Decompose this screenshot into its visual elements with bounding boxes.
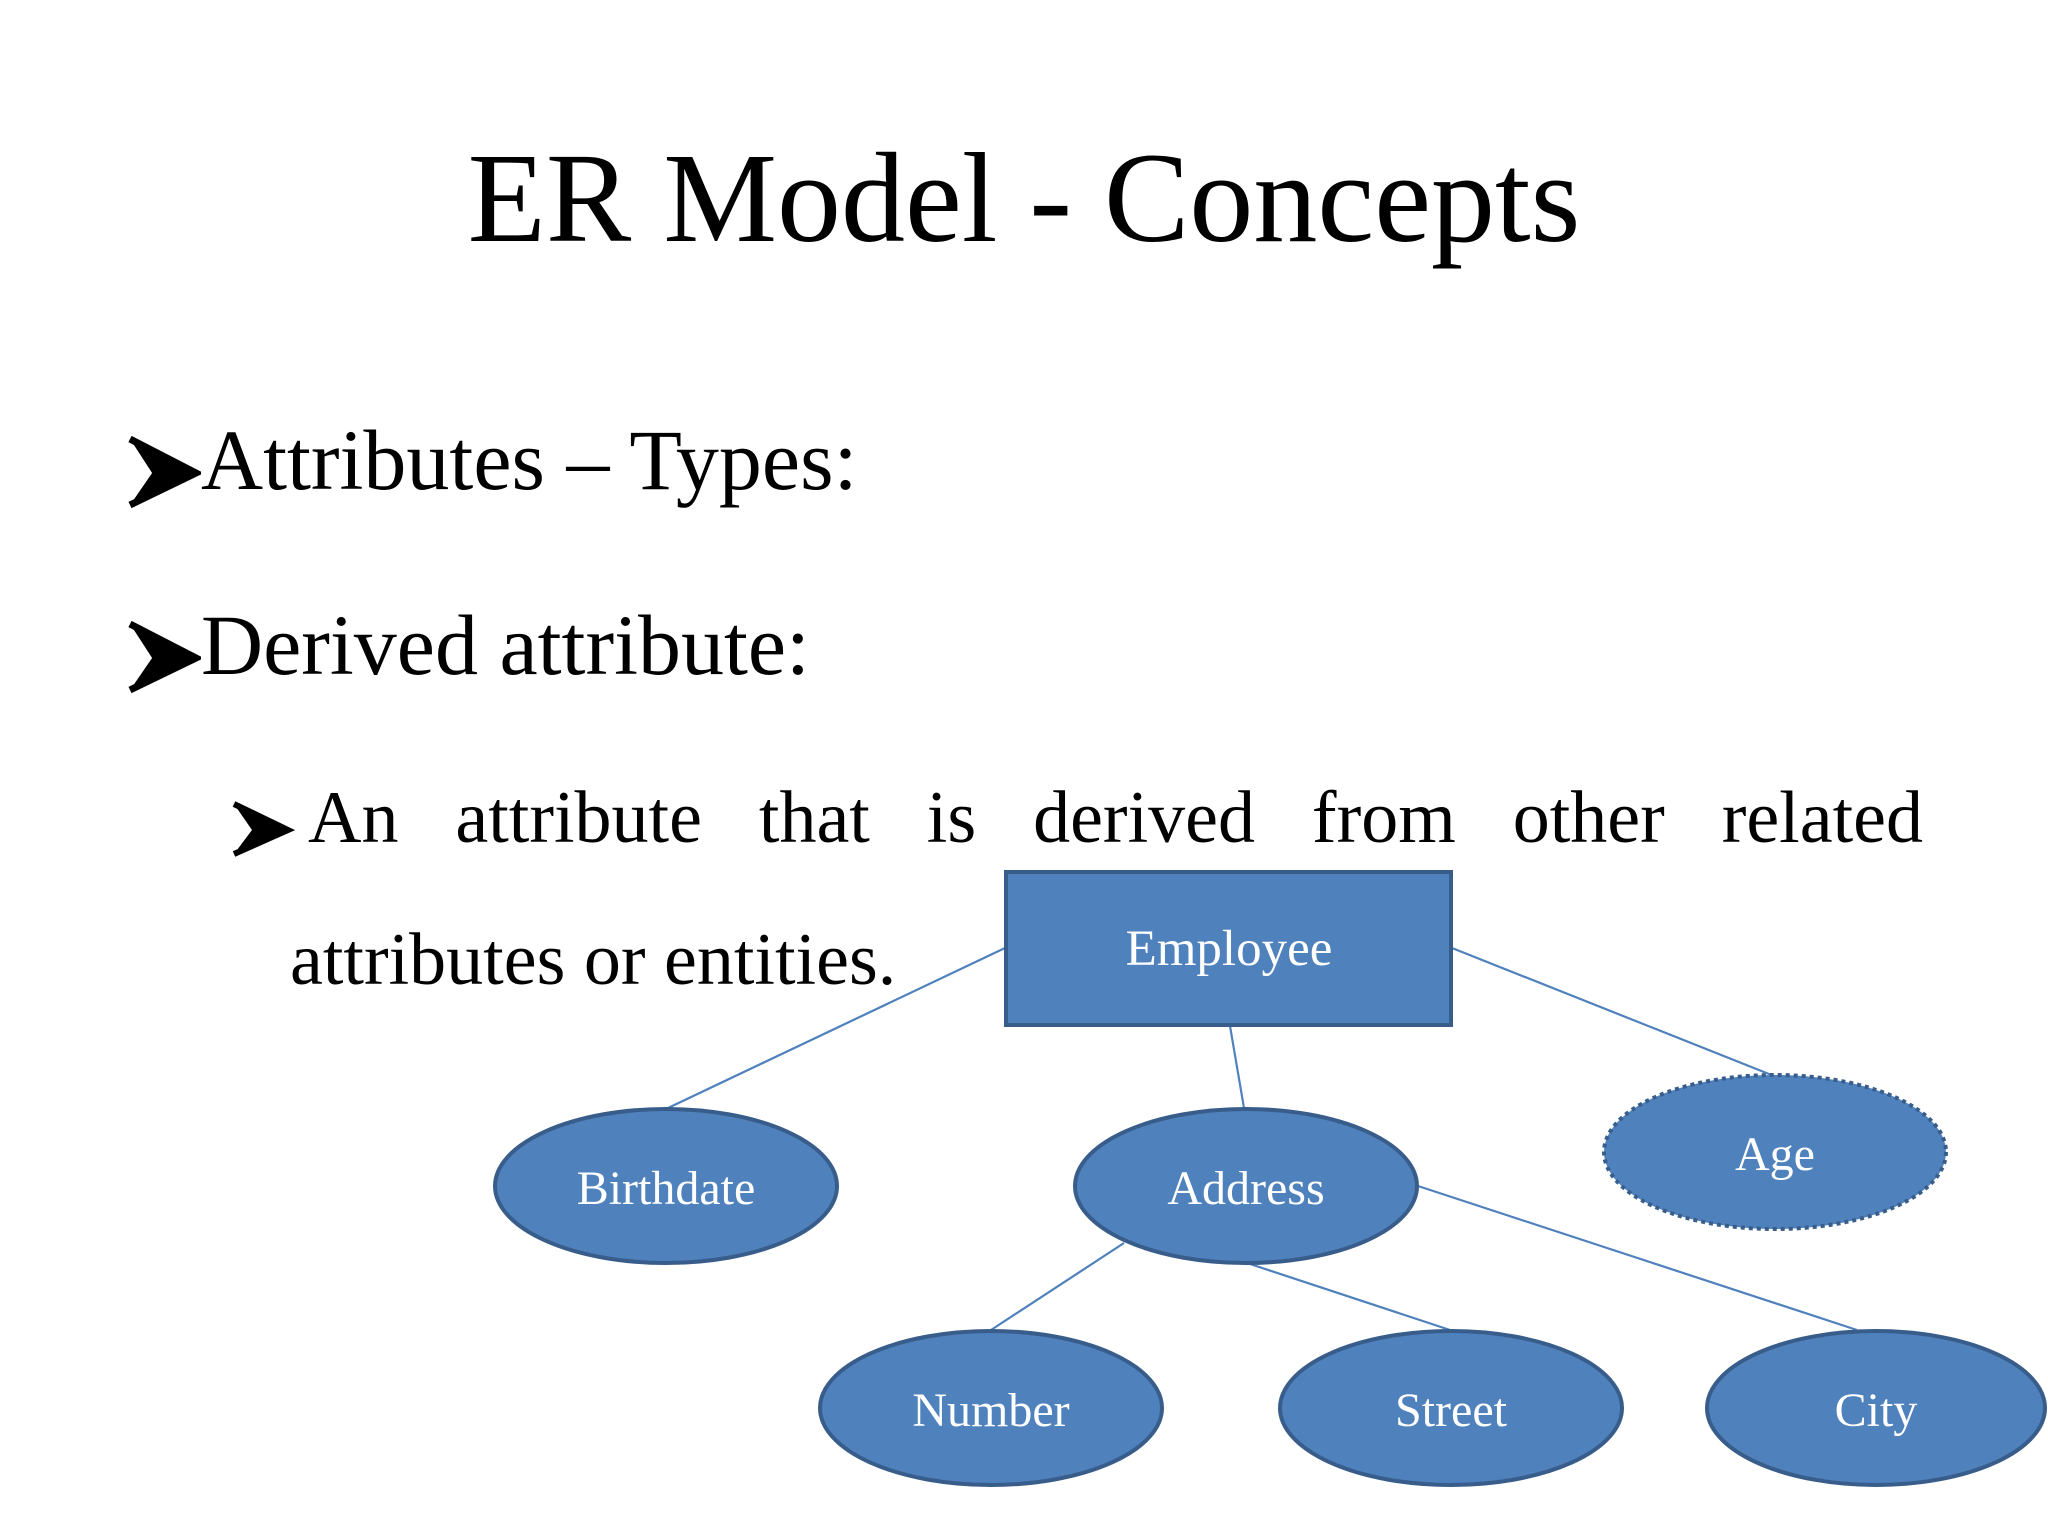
slide-title: ER Model - Concepts	[467, 127, 1581, 269]
attribute-ellipse	[1073, 1107, 1419, 1265]
attribute-label: Number	[912, 1384, 1069, 1437]
attribute-label: Age	[1735, 1128, 1815, 1181]
arrowhead-bullet-icon	[128, 435, 201, 509]
attribute-label: Street	[1395, 1384, 1508, 1437]
attribute-ellipse	[493, 1107, 839, 1265]
line-address-number	[990, 1242, 1125, 1331]
arrowhead-sub-bullet-icon	[232, 801, 296, 857]
attribute-ellipse	[818, 1329, 1164, 1487]
derived-attribute-ellipse	[1602, 1073, 1948, 1231]
attribute-birthdate: Birthdate	[493, 1107, 839, 1265]
line-address-city	[1417, 1184, 1858, 1332]
entity-box	[1004, 870, 1453, 1027]
line-address-street	[1243, 1260, 1451, 1332]
definition-line-2: attributes or entities.	[290, 919, 897, 1001]
entity-label: Employee	[1126, 921, 1333, 977]
attribute-street: Street	[1278, 1329, 1624, 1487]
arrowhead-bullet-icon	[128, 620, 201, 694]
attribute-ellipse	[1278, 1329, 1624, 1487]
attribute-city: City	[1705, 1329, 2047, 1487]
attribute-label: Address	[1167, 1162, 1324, 1215]
definition-line-1: An attribute that is derived from other …	[308, 777, 1923, 859]
bullet-text: Attributes – Types:	[201, 412, 858, 508]
entity-employee: Employee	[1004, 870, 1453, 1027]
bullet-attributes-types: Attributes – Types:	[126, 405, 857, 515]
bullet-text: Derived attribute:	[201, 597, 810, 693]
line-employee-age	[1451, 946, 1775, 1078]
sub-bullet-definition: An attribute that is derived from other …	[230, 770, 1923, 866]
attribute-address: Address	[1073, 1107, 1419, 1265]
attribute-age-derived: Age	[1602, 1073, 1948, 1231]
line-employee-address	[1228, 1025, 1246, 1109]
attribute-label: Birthdate	[577, 1162, 756, 1215]
attribute-number: Number	[818, 1329, 1164, 1487]
bullet-derived-attribute: Derived attribute:	[126, 590, 810, 700]
attribute-ellipse	[1705, 1329, 2047, 1487]
attribute-label: City	[1835, 1384, 1918, 1437]
